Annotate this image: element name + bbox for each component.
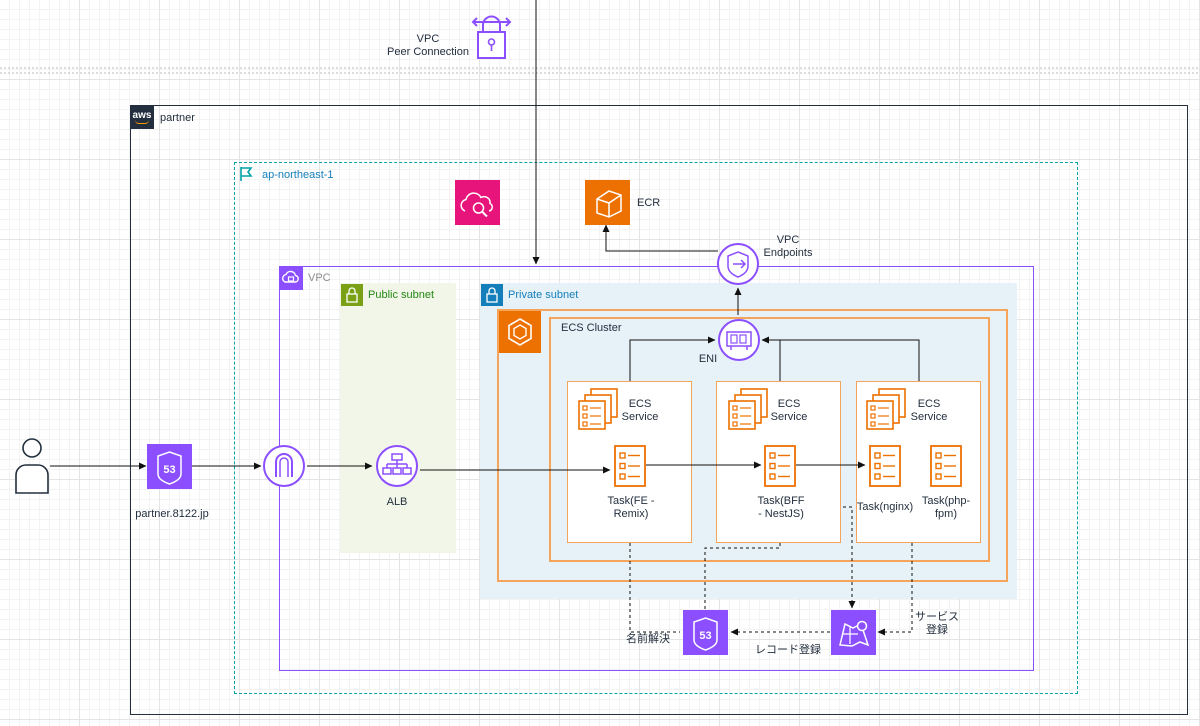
- ecs-task-icon[interactable]: [764, 445, 796, 487]
- eni-label: ENI: [698, 353, 718, 365]
- peering-lock-icon[interactable]: [471, 15, 512, 59]
- ecs-service-label: ECS Service: [771, 398, 808, 424]
- task-label-line1: Task(nginx): [856, 501, 914, 513]
- ecs-service-icon: [578, 388, 618, 430]
- task-label-line2: Remix): [613, 508, 649, 520]
- service-to-eni-arrow: [629, 336, 716, 381]
- vpc-icon: [279, 266, 303, 290]
- ecs-outer-group: [497, 309, 1008, 582]
- alb-icon[interactable]: [376, 445, 418, 487]
- ecr-icon[interactable]: [585, 180, 630, 225]
- region-flag-icon: [236, 164, 256, 184]
- task-label-line1: Task(php-: [921, 495, 971, 507]
- endpoints-to-ecr-arrow: [602, 224, 718, 252]
- peer-connection-label-line2: Peer Connection: [387, 46, 469, 58]
- task-label-line1: Task(FE -: [607, 495, 655, 507]
- svg-text:53: 53: [163, 464, 175, 476]
- task-label-line2: - NestJS): [758, 508, 804, 520]
- task-label-line2: fpm): [934, 508, 957, 520]
- vpc-endpoints-label-line2: Endpoints: [763, 247, 813, 259]
- aws-logo-text: aws: [132, 109, 152, 121]
- vpc-endpoints-label: VPC Endpoints: [764, 234, 813, 260]
- ecs-cluster-label: ECS Cluster: [561, 322, 622, 334]
- ecs-service-label-line1: ECS: [628, 398, 652, 410]
- ecs-service-label-line2: Service: [910, 411, 948, 423]
- route53-dns-label: partner.8122.jp: [135, 508, 209, 520]
- eni-icon[interactable]: [718, 319, 760, 361]
- svg-text:53: 53: [699, 630, 711, 642]
- name-resolution-label: 名前解決: [626, 633, 670, 645]
- subnet-lock-icon: [481, 284, 503, 306]
- task-registration-arrow: [843, 506, 856, 609]
- aws-cloud-label: partner: [160, 112, 195, 124]
- ecs-cluster-group: [549, 317, 990, 562]
- subnet-lock-icon: [341, 284, 363, 306]
- service-registration-label-line2: 登録: [926, 624, 948, 636]
- region-group: [234, 162, 1078, 694]
- peer-connection-label: VPC Peer Connection: [387, 33, 469, 59]
- task-label: Task(FE - Remix): [607, 495, 654, 521]
- route53-icon[interactable]: 53: [683, 610, 728, 655]
- task-label: Task(php- fpm): [922, 495, 970, 521]
- vpc-endpoints-label-line1: VPC: [776, 234, 800, 246]
- region-label: ap-northeast-1: [262, 169, 334, 181]
- ecr-label: ECR: [637, 197, 661, 209]
- route53-icon[interactable]: 53: [147, 444, 192, 489]
- ecs-service-label: ECS Service: [911, 398, 948, 424]
- vpc-label: VPC: [308, 272, 331, 284]
- ecs-task-icon[interactable]: [614, 445, 646, 487]
- private-subnet-label: Private subnet: [508, 289, 579, 301]
- internet-gateway-icon[interactable]: [263, 445, 305, 487]
- ecs-task-icon[interactable]: [869, 445, 901, 487]
- record-registration-label: レコード登録: [755, 644, 821, 656]
- task-label: Task(nginx): [857, 501, 913, 514]
- ecs-service-label-line2: Service: [770, 411, 808, 423]
- peer-connection-label-line1: VPC: [416, 33, 440, 45]
- cloud-map-icon[interactable]: [831, 610, 876, 655]
- user-icon[interactable]: [15, 438, 49, 494]
- service-registration-label-line1: サービス: [915, 611, 959, 623]
- task-label: Task(BFF - NestJS): [757, 495, 804, 521]
- bff-to-dns-line: [704, 543, 781, 610]
- ecs-service-label-line1: ECS: [777, 398, 801, 410]
- aws-logo-icon: aws: [130, 105, 154, 129]
- service-registration-arrow: [877, 543, 913, 636]
- public-subnet-group: [340, 283, 456, 553]
- service-registration-label: サービス 登録: [915, 611, 959, 637]
- ecs-service-label-line1: ECS: [917, 398, 941, 410]
- aws-cloud-group: [130, 105, 1188, 715]
- vpc-endpoints-icon[interactable]: [717, 243, 759, 285]
- ecs-icon: [499, 311, 541, 353]
- task-label-line1: Task(BFF: [757, 495, 805, 507]
- ecs-service-icon: [728, 388, 768, 430]
- service-to-eni-arrow: [761, 336, 920, 381]
- public-subnet-label: Public subnet: [368, 289, 435, 301]
- alb-label: ALB: [386, 496, 408, 508]
- ecs-service-icon: [866, 388, 906, 430]
- name-resolution-line: [629, 543, 680, 633]
- cloud-search-icon[interactable]: [455, 180, 500, 225]
- ecs-service-label-line2: Service: [621, 411, 659, 423]
- ecs-task-icon[interactable]: [930, 445, 962, 487]
- ecs-service-label: ECS Service: [622, 398, 659, 424]
